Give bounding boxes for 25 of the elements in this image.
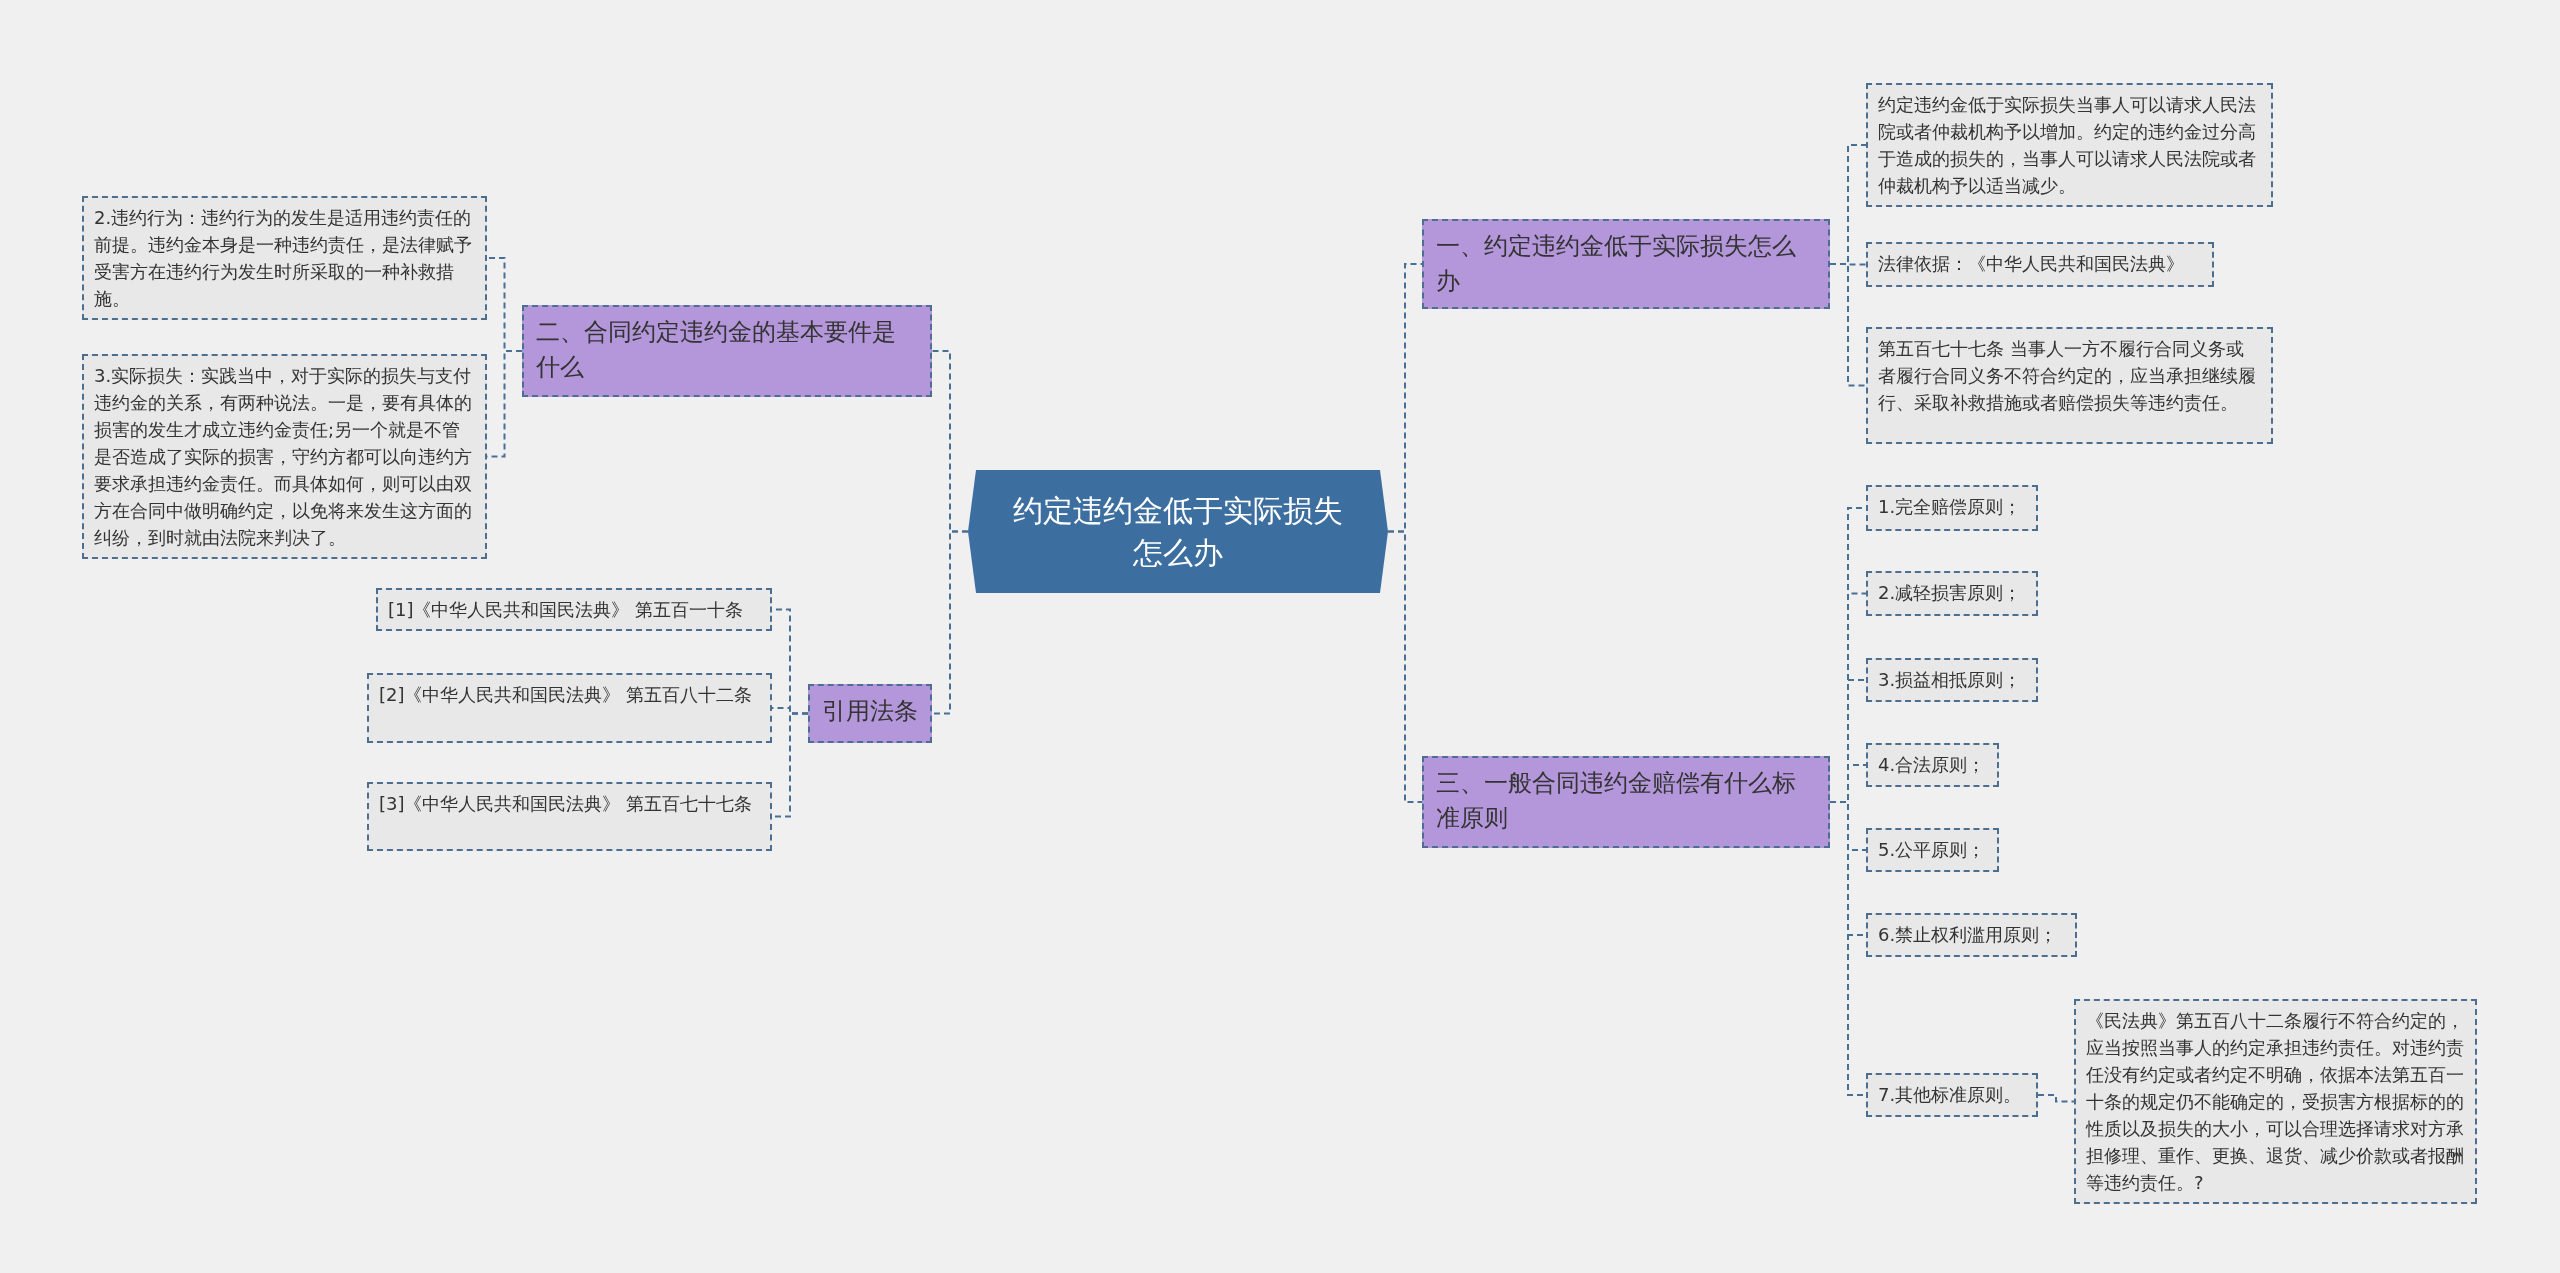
- note-box: 6.禁止权利滥用原则；: [1866, 913, 2077, 957]
- note-box: [2]《中华人民共和国民法典》 第五百八十二条: [367, 673, 772, 743]
- note-box: 5.公平原则；: [1866, 828, 1999, 872]
- note-box: 法律依据：《中华人民共和国民法典》: [1866, 242, 2214, 287]
- central-topic-box: 约定违约金低于实际损失怎么办: [968, 470, 1388, 593]
- connector-line: [1829, 263, 1867, 387]
- topic-box: 三、一般合同违约金赔偿有什么标准原则: [1422, 756, 1830, 848]
- note-box: 7.其他标准原则。: [1866, 1073, 2038, 1117]
- topic-box: 二、合同约定违约金的基本要件是什么: [522, 305, 932, 397]
- note-box: 约定违约金低于实际损失当事人可以请求人民法院或者仲裁机构予以增加。约定的违约金过分高于造成的损失的，当事人可以请求人民法院或者仲裁机构予以适当减少。: [1866, 83, 2273, 207]
- connector-line: [931, 530, 969, 715]
- note-box: 2.减轻损害原则；: [1866, 571, 2038, 616]
- note-box: 4.合法原则；: [1866, 743, 1999, 787]
- note-box: 2.违约行为：违约行为的发生是适用违约责任的前提。违约金本身是一种违约责任，是法律赋予受害方在违约行为发生时所采取的一种补救措施。: [82, 196, 487, 320]
- note-box: [3]《中华人民共和国民法典》 第五百七十七条: [367, 782, 772, 851]
- note-box: 3.实际损失：实践当中，对于实际的损失与支付违约金的关系，有两种说法。一是，要有具体的损害的发生才成立违约金责任;另一个就是不管是否造成了实际的损害，守约方都可以向违约方要求承担违约金责任。而具体如何，则可以由双方在合同中做明确约定，以免将来发生这方面的纠纷，到时就由法院来判决了。: [82, 354, 487, 559]
- note-box: 《民法典》第五百八十二条履行不符合约定的，应当按照当事人的约定承担违约责任。对违约责任没有约定或者约定不明确，依据本法第五百一十条的规定仍不能确定的，受损害方根据标的的性质以及损失的大小，可以合理选择请求对方承担修理、重作、更换、退货、减少价款或者报酬等违约责任。?: [2074, 999, 2477, 1204]
- topic-box: 一、约定违约金低于实际损失怎么办: [1422, 219, 1830, 309]
- topic-box: 引用法条: [808, 684, 932, 743]
- connector-line: [2037, 1094, 2075, 1103]
- note-box: 1.完全赔偿原则；: [1866, 485, 2038, 531]
- connector-line: [1387, 530, 1423, 803]
- note-box: 3.损益相抵原则；: [1866, 658, 2038, 702]
- note-box: [1]《中华人民共和国民法典》 第五百一十条: [376, 588, 772, 631]
- note-box: 第五百七十七条 当事人一方不履行合同义务或者履行合同义务不符合约定的，应当承担继续履行、采取补救措施或者赔偿损失等违约责任。: [1866, 327, 2273, 444]
